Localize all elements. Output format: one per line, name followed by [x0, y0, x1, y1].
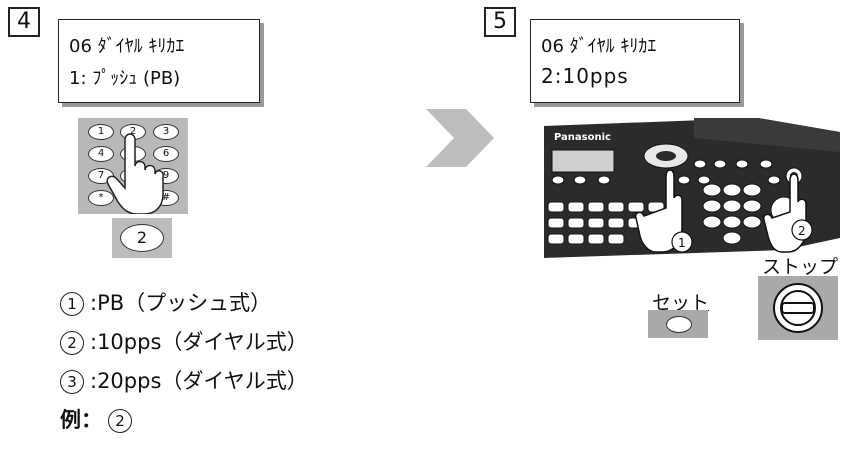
key-2-enlarged-label[interactable]: 2 — [120, 224, 164, 252]
next-step-arrow-icon — [426, 109, 494, 167]
example: 例：2 — [60, 404, 132, 434]
key-3[interactable]: 3 — [153, 124, 179, 140]
option-3-text: :20pps（ダイヤル式） — [90, 369, 308, 393]
option-1-number: 1 — [60, 292, 84, 316]
step-4-lcd-line-1: 06 ﾀﾞｲﾔﾙ ｷﾘｶｴ — [69, 36, 185, 57]
option-10pps: 2:10pps（ダイヤル式） — [60, 326, 308, 356]
step-4-number: 4 — [8, 7, 40, 37]
set-button[interactable] — [648, 310, 708, 338]
option-2-text: :10pps（ダイヤル式） — [90, 330, 308, 354]
control-panel-drawing: Panasonic 1 2 — [544, 118, 840, 258]
key-4[interactable]: 4 — [88, 146, 114, 162]
dial-keypad: 1 2 3 4 5 6 7 8 9 * 0 # — [78, 118, 188, 214]
option-1-text: :PB（プッシュ式） — [90, 291, 272, 315]
option-3-number: 3 — [60, 370, 84, 394]
set-button-oval[interactable] — [666, 316, 692, 333]
key-1[interactable]: 1 — [88, 124, 114, 140]
callout-1-label: 1 — [678, 236, 686, 250]
example-number: 2 — [108, 409, 132, 433]
stop-button-label: ストップ — [762, 256, 839, 278]
option-20pps: 3:20pps（ダイヤル式） — [60, 365, 308, 395]
fax-control-panel: Panasonic 1 2 — [544, 118, 840, 258]
stop-icon — [773, 283, 823, 333]
step-5-number: 5 — [484, 7, 516, 37]
step-4-lcd-display: 06 ﾀﾞｲﾔﾙ ｷﾘｶｴ 1: ﾌﾟｯｼｭ (PB) — [58, 19, 260, 103]
key-star[interactable]: * — [88, 190, 114, 206]
step-4-lcd-line-2: 1: ﾌﾟｯｼｭ (PB) — [69, 68, 181, 89]
panel-brand-label: Panasonic — [554, 132, 611, 143]
pressing-hand-icon — [106, 133, 164, 214]
callout-2-label: 2 — [798, 224, 806, 238]
step-5-lcd-line-2: 2:10pps — [541, 64, 629, 88]
set-button-label: セット — [652, 292, 710, 314]
key-6[interactable]: 6 — [153, 146, 179, 162]
key-2-enlarged: 2 — [112, 218, 172, 258]
option-pb: 1:PB（プッシュ式） — [60, 287, 271, 317]
step-5-lcd-display: 06 ﾀﾞｲﾔﾙ ｷﾘｶｴ 2:10pps — [530, 19, 740, 103]
step-5-lcd-line-1: 06 ﾀﾞｲﾔﾙ ｷﾘｶｴ — [541, 36, 657, 57]
example-label: 例： — [60, 408, 102, 432]
stop-button[interactable] — [758, 276, 838, 340]
option-2-number: 2 — [60, 331, 84, 355]
